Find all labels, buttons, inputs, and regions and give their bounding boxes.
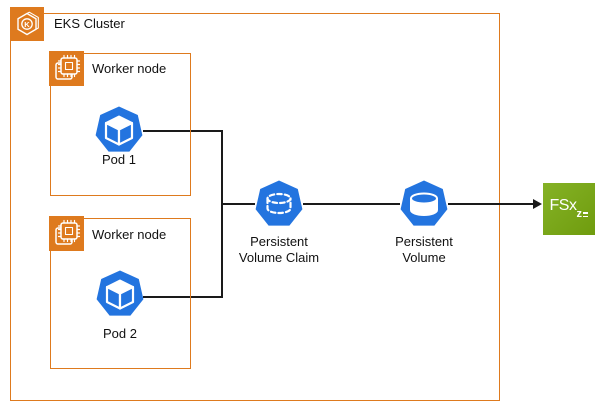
eks-cluster-group-box	[10, 13, 500, 401]
worker-node-1-label: Worker node	[92, 61, 167, 76]
k8s-persistent-volume-icon	[400, 180, 448, 228]
cpu-chip-icon	[49, 51, 84, 86]
persistent-volume-claim-label: Persistent Volume Claim	[219, 234, 339, 266]
arrowhead-icon	[533, 199, 542, 209]
pvc-label-line1: Persistent	[250, 234, 308, 249]
connector-junction-to-pvc	[222, 203, 255, 205]
eks-cluster-label: EKS Cluster	[54, 16, 125, 31]
pv-label-line1: Persistent	[395, 234, 453, 249]
connector-pod2-to-junction	[143, 296, 222, 298]
k8s-persistent-volume-claim-icon	[255, 180, 303, 228]
pv-label-line2: Volume	[402, 250, 446, 265]
cpu-chip-icon	[49, 216, 84, 251]
k8s-pod-icon	[96, 270, 144, 318]
pod-2-label: Pod 2	[103, 326, 137, 341]
eks-kubernetes-icon: K	[10, 7, 44, 41]
connector-junction-vertical	[221, 130, 223, 298]
k8s-pod-icon	[95, 106, 143, 154]
connector-pv-to-fsx	[448, 203, 534, 205]
svg-text:K: K	[24, 20, 30, 29]
connector-pvc-to-pv	[303, 203, 400, 205]
connector-pod1-to-junction	[143, 130, 222, 132]
worker-node-1-group-box	[50, 53, 191, 196]
pod-1-label: Pod 1	[102, 152, 136, 167]
persistent-volume-label: Persistent Volume	[364, 234, 484, 266]
worker-node-2-label: Worker node	[92, 227, 167, 242]
fsx-logo-text: FSx	[549, 197, 577, 214]
fsx-zfs-z: z	[576, 208, 582, 220]
fsx-zfs-dashes	[583, 212, 589, 217]
pvc-label-line2: Volume Claim	[238, 250, 320, 265]
worker-node-2-group-box	[50, 218, 191, 369]
